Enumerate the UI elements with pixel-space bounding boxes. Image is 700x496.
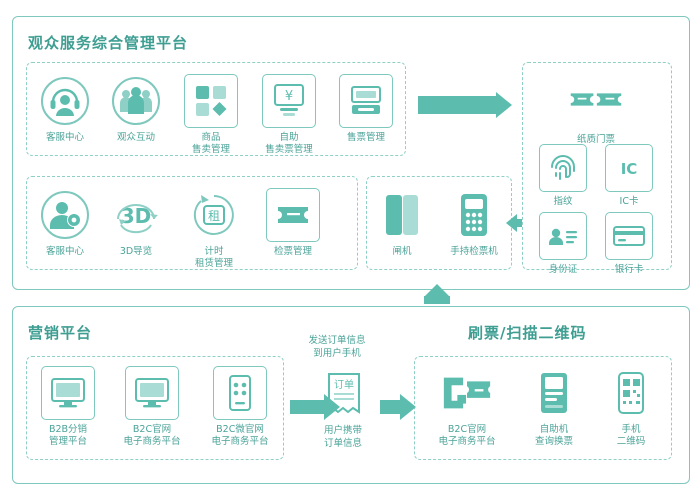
arrow-to-scan-shaft: [380, 400, 402, 414]
item-ic-card[interactable]: IC IC卡: [602, 144, 656, 208]
item-label: 3D导览: [119, 246, 153, 257]
fingerprint-icon: [539, 144, 587, 192]
item-label: 自助 售卖票管理: [265, 132, 313, 155]
svg-text:¥: ¥: [285, 89, 293, 104]
arrow-to-ticket-media-shaft: [418, 96, 496, 114]
svg-text:订单: 订单: [334, 379, 354, 391]
item-label: 检票管理: [273, 246, 312, 257]
item-handheld-ticket-scanner[interactable]: 手持检票机: [440, 188, 508, 258]
item-3d-guide[interactable]: 3D 3D导览: [105, 188, 167, 258]
note-send-order-to-phone: 发送订单信息 到用户手机: [308, 335, 366, 359]
item-paper-ticket[interactable]: 纸质门票: [558, 76, 634, 146]
item-label: 身份证: [548, 264, 578, 275]
item-phone-qr-code[interactable]: 手机 二维码: [600, 366, 662, 448]
item-self-service-kiosk[interactable]: 自助机 查询换票: [520, 366, 588, 448]
svg-text:IC: IC: [621, 160, 638, 178]
arrow-to-ticket-media-head: [496, 92, 512, 118]
kiosk-yen-icon: ¥: [262, 74, 316, 128]
item-label: 自助机 查询换票: [534, 424, 573, 447]
svg-text:租: 租: [208, 209, 220, 223]
item-b2c-official-ecommerce[interactable]: B2C官网 电子商务平台: [424, 366, 510, 448]
item-order-ticket: 订单: [314, 372, 374, 414]
desktop-monitor-icon: [125, 366, 179, 420]
item-label: 客服中心: [45, 246, 84, 257]
item-label: 售票管理: [346, 132, 385, 143]
turnstile-gate-icon: [375, 188, 429, 242]
item-id-card[interactable]: 身份证: [536, 212, 590, 276]
item-label: 客服中心: [45, 132, 84, 143]
panel-title-scan: 刷票/扫描二维码: [468, 324, 587, 342]
ticket-machine-icon: [339, 74, 393, 128]
item-fingerprint[interactable]: 指纹: [536, 144, 590, 208]
phone-qr-icon: [604, 366, 658, 420]
item-label: 指纹: [553, 196, 573, 207]
item-label: B2C官网 电子商务平台: [438, 424, 496, 447]
item-audience-interaction[interactable]: 观众互动: [105, 74, 167, 144]
item-label: 观众互动: [116, 132, 155, 143]
arrow-to-gates-shaft: [516, 219, 522, 227]
audience-group-icon: [109, 74, 163, 128]
item-label: 商品 售卖管理: [191, 132, 230, 155]
arrow-up-head: [424, 284, 450, 297]
order-ticket-icon: 订单: [317, 372, 371, 414]
item-timed-rental-management[interactable]: 租 计时 租赁管理: [180, 188, 248, 270]
id-card-icon: [539, 212, 587, 260]
item-label: B2C官网 电子商务平台: [123, 424, 181, 447]
item-customer-service-center[interactable]: 客服中心: [34, 74, 96, 144]
bank-card-icon: [605, 212, 653, 260]
item-label: IC卡: [619, 196, 639, 207]
item-label: 手机 二维码: [616, 424, 646, 447]
item-customer-service-center-2[interactable]: 客服中心: [34, 188, 96, 258]
item-bank-card[interactable]: 银行卡: [602, 212, 656, 276]
handheld-scanner-icon: [447, 188, 501, 242]
user-gear-icon: [38, 188, 92, 242]
item-ticket-check-management[interactable]: 检票管理: [262, 188, 324, 258]
ticket-check-icon: [266, 188, 320, 242]
item-b2c-wechat-site-platform[interactable]: B2C微官网 电子商务平台: [200, 366, 280, 448]
item-self-service-ticket-sales[interactable]: ¥ 自助 售卖票管理: [255, 74, 323, 156]
panel-title-marketing: 营销平台: [28, 324, 93, 342]
item-ticketing-management[interactable]: 售票管理: [335, 74, 397, 144]
item-label: 手持检票机: [450, 246, 498, 257]
item-label: 闸机: [392, 246, 412, 257]
arrow-to-order-shaft: [290, 400, 324, 414]
item-label: 计时 租赁管理: [194, 246, 233, 269]
arrow-to-gates-head: [506, 214, 517, 232]
mobile-phone-icon: [213, 366, 267, 420]
item-turnstile-gate[interactable]: 闸机: [374, 188, 430, 258]
item-goods-sales-management[interactable]: 商品 售卖管理: [180, 74, 242, 156]
item-b2c-official-site-platform[interactable]: B2C官网 电子商务平台: [112, 366, 192, 448]
arrow-up-shaft: [424, 296, 450, 304]
note-user-carries-order: 用户携带 订单信息: [323, 425, 362, 449]
item-b2b-distribution-platform[interactable]: B2B分销 管理平台: [34, 366, 102, 448]
item-label: 银行卡: [614, 264, 644, 275]
arrow-to-scan-head: [400, 394, 416, 420]
desktop-monitor-icon: [41, 366, 95, 420]
item-label: B2C微官网 电子商务平台: [211, 424, 269, 447]
goods-squares-icon: [184, 74, 238, 128]
panel-title-audience-service: 观众服务综合管理平台: [28, 34, 189, 52]
item-label: B2B分销 管理平台: [48, 424, 88, 447]
paper-ticket-icon: [569, 76, 623, 130]
3d-guide-icon: 3D: [109, 188, 163, 242]
qr-ticket-icon: [440, 366, 494, 420]
timer-rent-icon: 租: [187, 188, 241, 242]
group-ticket-media: [522, 62, 672, 270]
headset-agent-icon: [38, 74, 92, 128]
self-service-kiosk-icon: [527, 366, 581, 420]
ic-card-icon: IC: [605, 144, 653, 192]
item-label: 纸质门票: [576, 134, 615, 145]
group-b2-platforms: [26, 356, 284, 460]
